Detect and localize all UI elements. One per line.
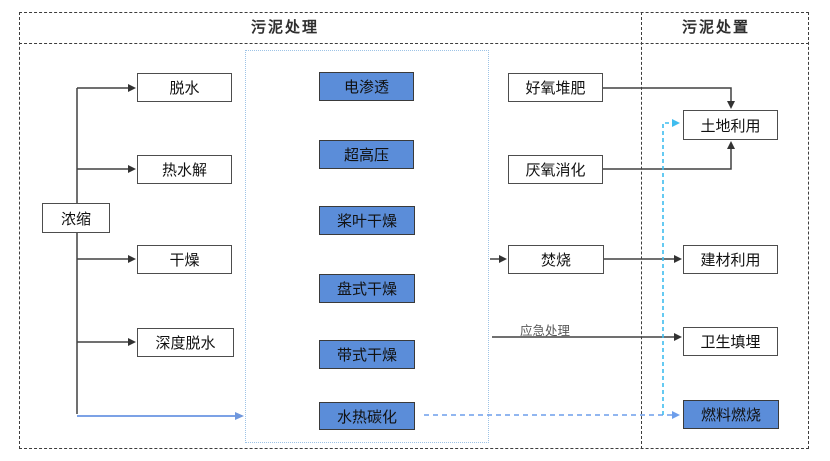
node-hydrothermal-carbonization: 水热碳化 [319,402,415,430]
node-concentration: 浓缩 [42,203,110,233]
section-title-treatment: 污泥处理 [250,19,319,36]
node-label: 盘式干燥 [336,281,397,298]
node-building-material-use: 建材利用 [683,245,778,274]
node-land-use: 土地利用 [683,110,778,140]
node-deep-dewatering: 深度脱水 [137,328,234,357]
node-label: 热水解 [161,162,207,179]
node-label: 土地利用 [700,117,761,135]
node-label: 建材利用 [700,252,761,269]
node-disc-drying: 盘式干燥 [319,274,415,303]
node-anaerobic-digestion: 厌氧消化 [508,155,603,184]
node-label: 带式干燥 [336,347,397,364]
node-electro-osmosis: 电渗透 [319,72,414,101]
edge-dashed-to-land-use [662,119,680,415]
node-label: 干燥 [169,252,200,269]
node-label: 卫生填埋 [700,334,761,351]
node-fuel-combustion: 燃料燃烧 [683,400,779,429]
node-label: 好氧堆肥 [525,80,586,97]
node-dewatering: 脱水 [137,73,232,102]
node-label: 焚烧 [540,252,571,269]
section-title-disposal: 污泥处置 [681,19,750,36]
edge-composting-to-land-use [602,87,735,109]
treatment-disposal-divider [641,12,642,449]
node-label: 厌氧消化 [525,162,586,179]
header-separator-line [19,43,809,44]
node-sanitary-landfill: 卫生填埋 [683,327,778,356]
treatment-tech-group-frame [245,50,489,443]
node-incineration: 焚烧 [508,245,604,274]
node-aerobic-composting: 好氧堆肥 [508,73,603,102]
node-label: 电渗透 [343,79,389,96]
node-thermal-hydrolysis: 热水解 [137,155,232,184]
node-label: 超高压 [343,147,389,164]
edge-label-emergency-treatment: 应急处理 [519,324,570,338]
node-label: 浓缩 [60,210,91,228]
node-label: 燃料燃烧 [700,407,761,424]
node-label: 水热碳化 [336,408,397,426]
node-ultra-high-pressure: 超高压 [319,140,414,169]
node-belt-drying: 带式干燥 [319,340,415,369]
node-label: 脱水 [169,80,200,97]
node-paddle-drying: 桨叶干燥 [319,206,415,235]
outer-dashed-frame [19,12,809,449]
edge-digestion-to-land-use [602,141,735,170]
node-label: 深度脱水 [155,335,216,352]
node-drying: 干燥 [137,245,232,274]
node-label: 桨叶干燥 [336,213,397,230]
